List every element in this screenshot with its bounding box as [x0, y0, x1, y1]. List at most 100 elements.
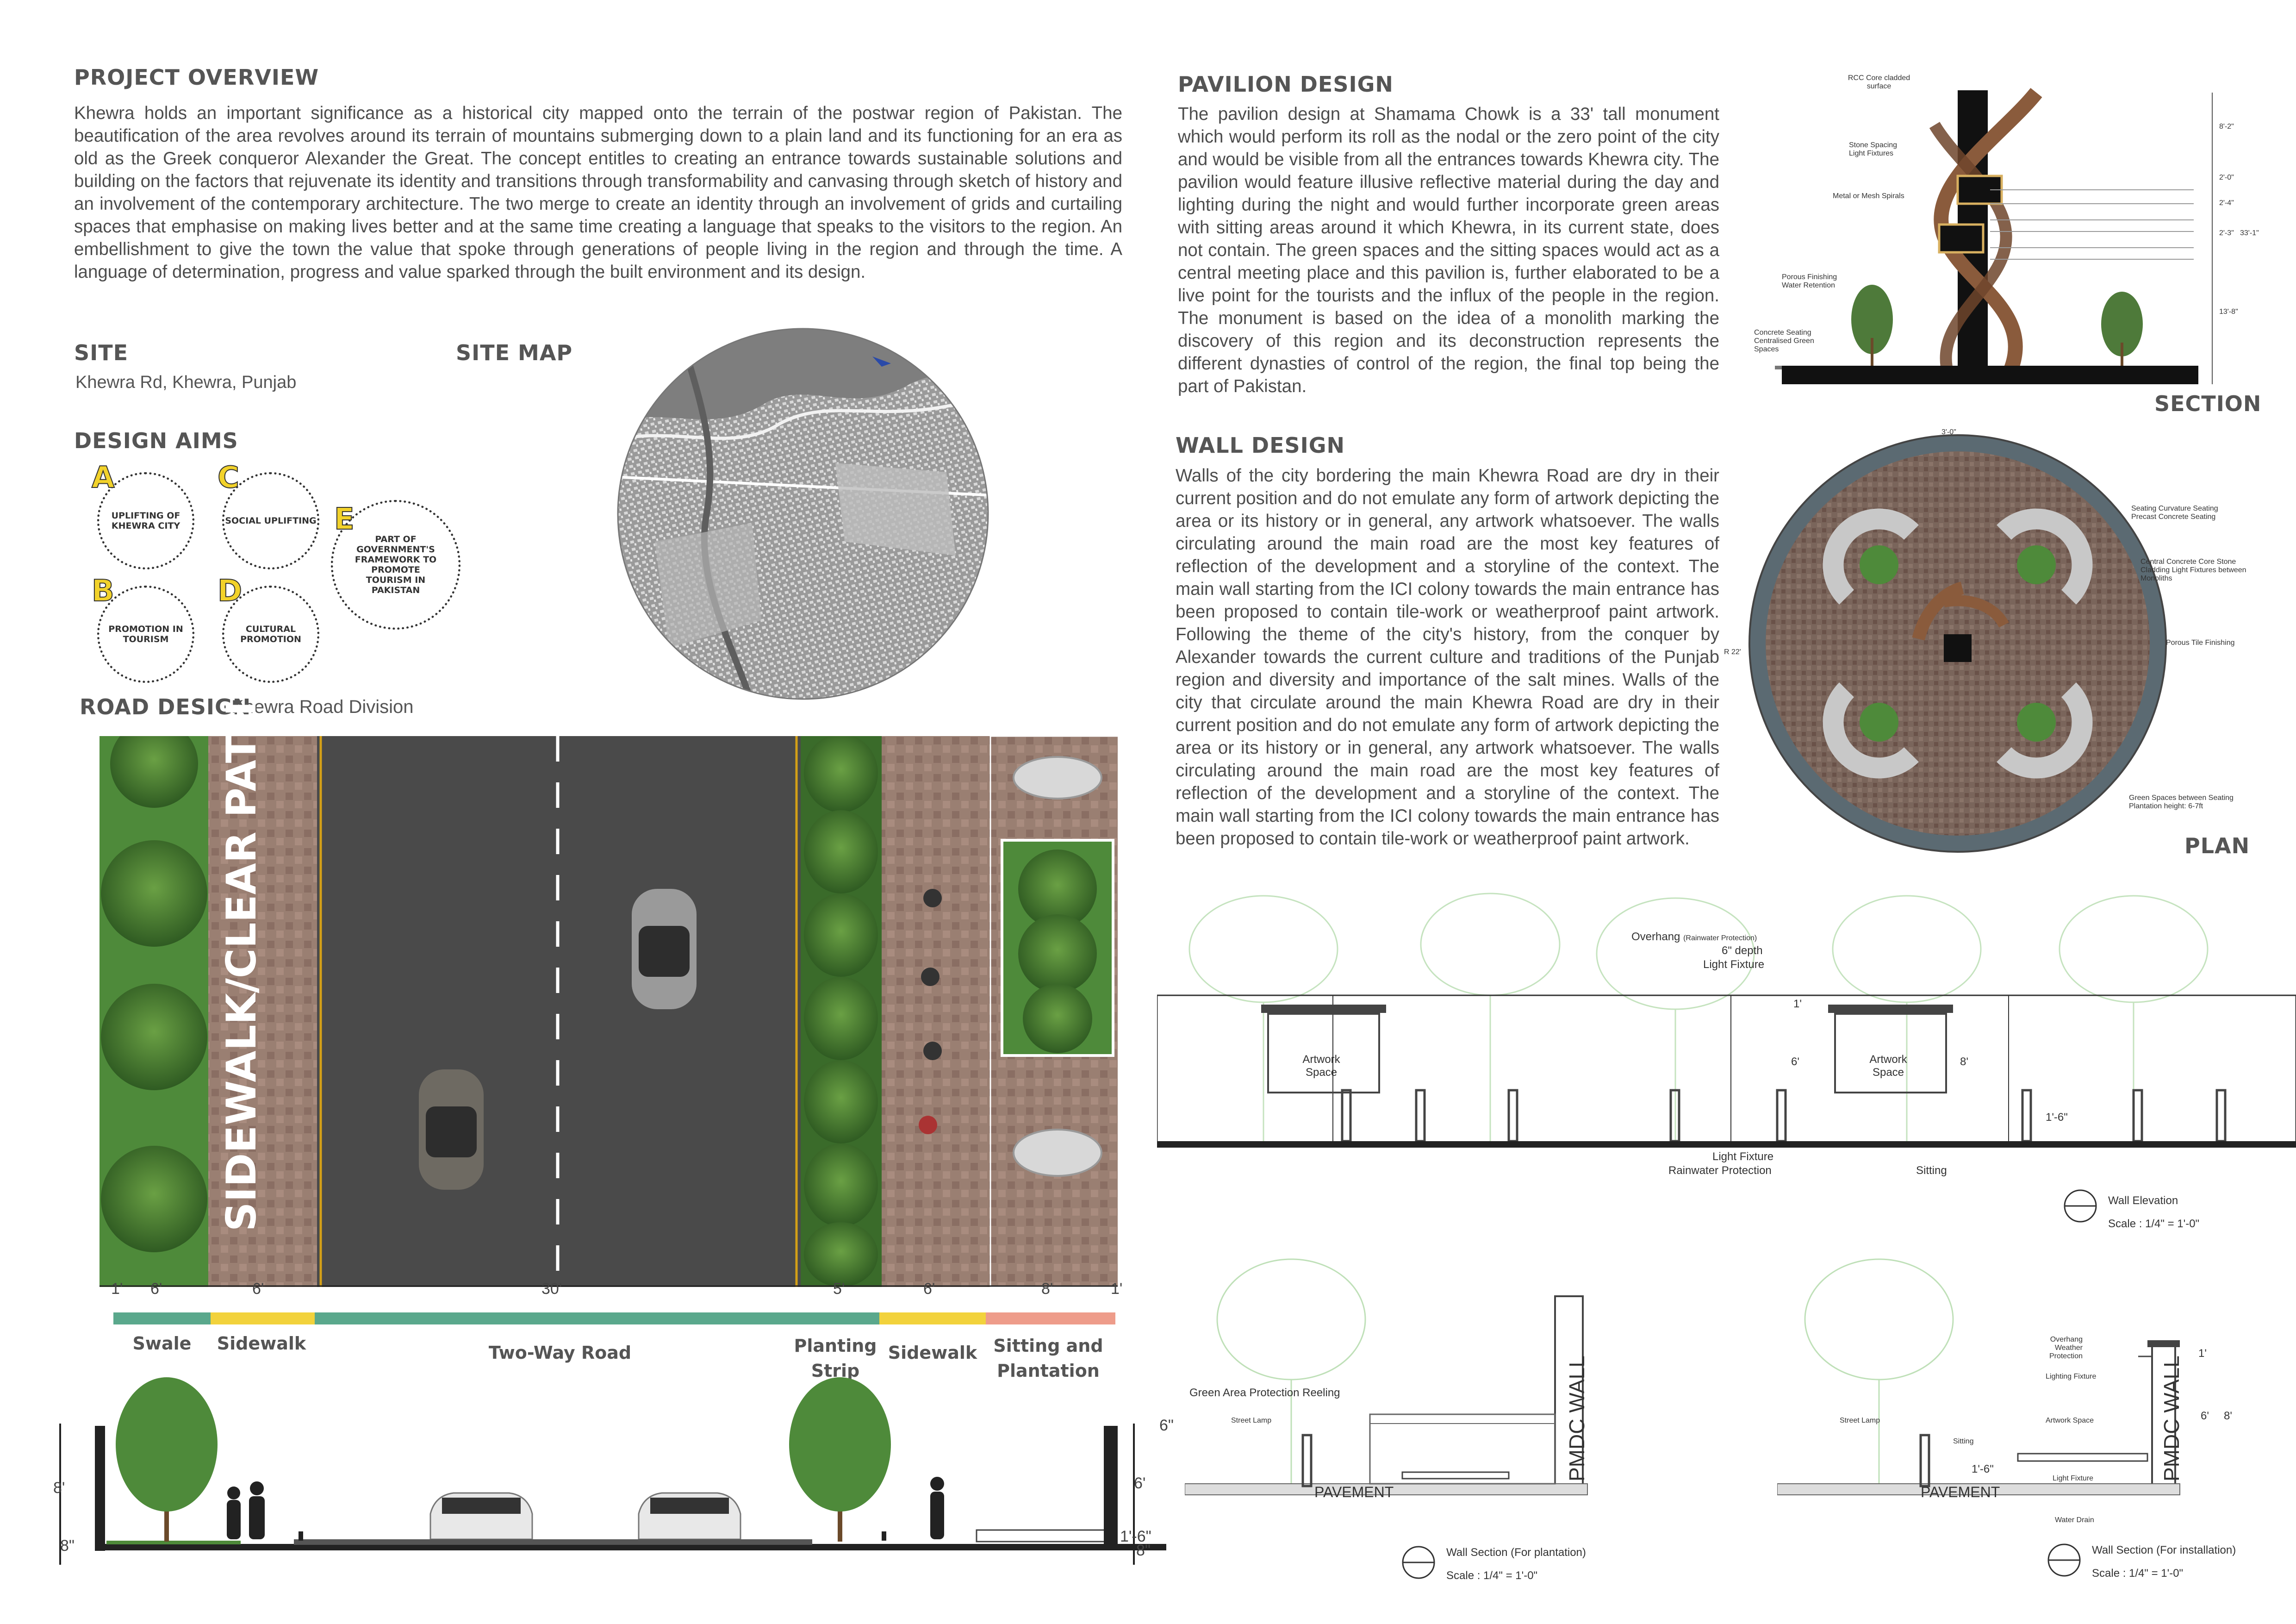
section-note-1: RCC Core cladded surface	[1848, 74, 1910, 90]
sec-inst-scale: Scale : 1/4" = 1'-0"	[2092, 1567, 2184, 1580]
sec-inst-wall: PMDC WALL	[2159, 1355, 2184, 1481]
pavilion-heading: PAVILION DESIGN	[1178, 72, 1394, 97]
sec-inst-overhang: Overhang Weather Protection	[2049, 1336, 2083, 1360]
plan-seating	[1823, 508, 2093, 779]
pavilion-section-drawing	[1775, 87, 2213, 384]
aim-a-text: UPLIFTING OF KHEWRA CITY	[111, 511, 180, 531]
sec-plant-reeling: Green Area Protection Reeling	[1189, 1387, 1340, 1399]
left-sidewalk-zone	[208, 736, 317, 1287]
pavilion-plan-label: PLAN	[2184, 833, 2250, 858]
dim-2: 6'	[150, 1280, 162, 1298]
aim-a: UPLIFTING OF KHEWRA CITY	[97, 472, 194, 569]
plan-radius: R 22'	[1724, 648, 1741, 656]
zone-bar-sidewalk-2	[879, 1312, 986, 1324]
elevation-trees	[1188, 893, 2209, 1143]
sidewalk-clear-path-text: SIDEWALK/CLEAR PATH	[218, 701, 265, 1231]
section-note-3: Metal or Mesh Spirals	[1833, 192, 1904, 200]
aim-b-text: PROMOTION IN TOURISM	[108, 624, 183, 644]
wall-text: Walls of the city bordering the main Khe…	[1176, 466, 1719, 849]
sec-inst-sitting: Sitting	[1953, 1437, 1974, 1445]
section-note-4: Porous Finishing Water Retention	[1782, 273, 1837, 289]
elev-overhang-text: Overhang	[1631, 931, 1680, 943]
section-dim-5: 33'-1"	[2240, 229, 2259, 237]
sec-plant-wall: PMDC WALL	[1565, 1355, 1589, 1481]
section-dim-2: 2'-0"	[2219, 174, 2234, 181]
dim-6: 6'	[923, 1280, 935, 1298]
aim-c: SOCIAL UPLIFTING	[222, 472, 319, 569]
plan-central-core	[1944, 634, 1972, 662]
elev-artwork-2: Artwork Space	[1869, 1053, 1907, 1079]
elev-depth: 6" depth	[1722, 944, 1763, 957]
wall-elevation-drawing	[1157, 893, 2296, 1148]
section-tree-left	[116, 1377, 218, 1542]
zone-label-sidewalk-2: Sidewalk	[888, 1343, 977, 1363]
aim-b-letter: B	[91, 574, 115, 609]
sec-inst-dim-6: 6'	[2201, 1410, 2209, 1422]
sec-inst-title-marker	[2047, 1543, 2081, 1577]
dim-3: 6'	[252, 1280, 264, 1298]
section-dim-6: 13'-8"	[2219, 308, 2238, 316]
road-plan	[100, 736, 1118, 1288]
aim-e-letter: E	[334, 502, 355, 537]
design-aims-heading: DESIGN AIMS	[74, 428, 238, 453]
zone-bar-sitting	[986, 1312, 1115, 1324]
zone-label-road: Two-Way Road	[488, 1343, 632, 1363]
site-heading: SITE	[74, 340, 129, 365]
aim-d-letter: D	[217, 574, 243, 609]
elev-title: Wall Elevation	[2108, 1194, 2178, 1207]
section-dim-right-top: 6"	[1159, 1417, 1174, 1434]
plan-dim: 3'-0"	[1941, 428, 1956, 436]
section-tree-right	[789, 1377, 891, 1542]
site-map	[617, 328, 989, 700]
plan-note-2: Central Concrete Core Stone Cladding Lig…	[2140, 558, 2246, 582]
section-people	[227, 1477, 944, 1539]
section-note-2: Stone Spacing Light Fixtures	[1849, 141, 1898, 157]
sec-inst-light: Light Fixture	[2053, 1474, 2094, 1482]
road-section	[59, 1377, 1166, 1565]
section-dim-left-top: 8'	[53, 1479, 65, 1497]
zone-label-sidewalk: Sidewalk	[217, 1333, 306, 1354]
sec-inst-dim-1: 1'	[2198, 1347, 2207, 1360]
sec-plant-pavement: PAVEMENT	[1314, 1484, 1394, 1500]
sec-plant-lamp: Street Lamp	[1231, 1417, 1272, 1424]
pavilion-plan-drawing	[1748, 434, 2167, 853]
car-top-2	[419, 1069, 484, 1190]
pavilion-text: The pavilion design at Shamama Chowk is …	[1178, 104, 1719, 396]
dim-8: 1'	[1111, 1280, 1123, 1298]
plan-note-1: Seating Curvature Seating Precast Concre…	[2131, 505, 2218, 521]
swale-trees	[101, 736, 207, 1252]
pavilion-section-label: SECTION	[2154, 391, 2262, 416]
section-dim-left-bottom: 8"	[60, 1537, 75, 1555]
dim-7: 8'	[1041, 1280, 1053, 1298]
zone-label-swale: Swale	[132, 1333, 192, 1354]
road-subheading: Khewra Road Division	[231, 697, 414, 717]
dim-5: 5'	[833, 1280, 845, 1298]
elev-overhang-note: (Rainwater Protection)	[1683, 934, 1757, 942]
section-dim-right-bottom: 8"	[1136, 1542, 1151, 1559]
sec-plant-scale: Scale : 1/4" = 1'-0"	[1446, 1569, 1538, 1582]
sec-inst-dim-16: 1'-6"	[1972, 1463, 1994, 1475]
elev-light-fixture-2: Light Fixture	[1712, 1150, 1774, 1163]
right-sidewalk-zone	[882, 736, 990, 1287]
section-dim-4: 2'-3"	[2219, 229, 2234, 237]
dim-1: 1'	[111, 1280, 123, 1298]
two-way-road-zone	[317, 736, 801, 1287]
zone-bar-sidewalk	[211, 1312, 315, 1324]
elev-sitting: Sitting	[1916, 1164, 1947, 1177]
zone-label-sitting: Sitting and Plantation	[993, 1336, 1103, 1381]
car-top-1	[632, 889, 697, 1009]
sec-inst-title: Wall Section (For installation)	[2092, 1544, 2236, 1556]
wall-section-plantation	[1185, 1258, 1588, 1495]
elev-rainwater: Rainwater Protection	[1668, 1164, 1772, 1177]
overview-heading: PROJECT OVERVIEW	[74, 65, 319, 90]
section-dim-3: 2'-4"	[2219, 199, 2234, 207]
sec-inst-pavement: PAVEMENT	[1921, 1484, 2000, 1500]
map-marker-icon	[872, 356, 891, 367]
sec-inst-dim-8: 8'	[2224, 1410, 2232, 1422]
elev-dim-16: 1'-6"	[2046, 1111, 2068, 1124]
section-note-5: Concrete Seating Centralised Green Space…	[1754, 329, 1814, 353]
section-car-2	[638, 1492, 741, 1540]
elev-dim-1: 1'	[1793, 998, 1802, 1010]
aim-e-text: PART OF GOVERNMENT'S FRAMEWORK TO PROMOT…	[355, 534, 437, 595]
pedestrians	[919, 889, 942, 1134]
